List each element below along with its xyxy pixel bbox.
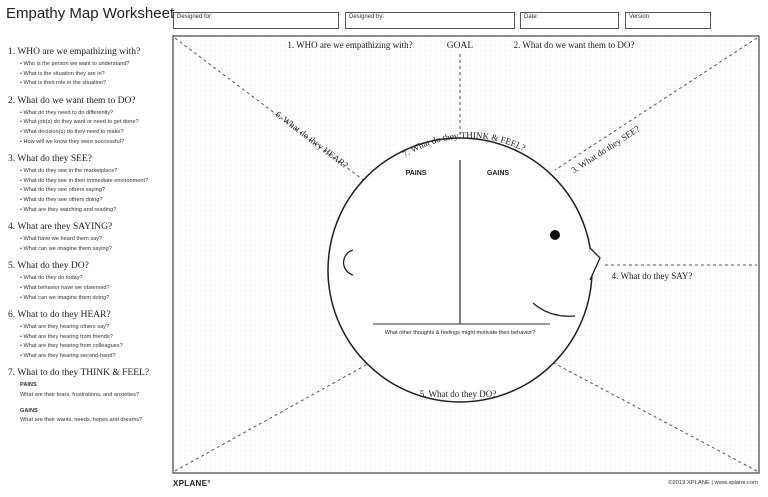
question-item: What do they see others doing? — [20, 196, 171, 206]
question-item: What have we heard them say? — [20, 235, 171, 245]
question-item: What do they see others saying? — [20, 186, 171, 196]
section-heading: 6. What to do they HEAR? — [8, 310, 111, 321]
label-do: 5. What do they DO? — [420, 389, 497, 399]
question-item: What are they hearing from colleagues? — [20, 342, 171, 352]
question-item: What do they see in their immediate envi… — [20, 177, 171, 187]
question-item: What is their role in the situation? — [20, 79, 171, 89]
pains-label: PAINS — [20, 382, 37, 389]
question-item: What do they see in the marketplace? — [20, 167, 171, 177]
sidebar-section-think-feel: 7. What to do they THINK & FEEL? PAINS W… — [8, 367, 171, 425]
question-item: Who is the person we want to understand? — [20, 60, 171, 70]
designed-by-field[interactable]: Designed by: — [345, 12, 515, 29]
section-heading: 7. What to do they THINK & FEEL? — [8, 368, 150, 379]
question-item: What are they watching and reading? — [20, 206, 171, 216]
copyright-text: ©2019 XPLANE | www.xplane.com — [668, 480, 758, 486]
version-field[interactable]: Version: — [625, 12, 711, 29]
xplane-logo: XPLANE° — [173, 479, 211, 488]
question-item: What do they do today? — [20, 274, 171, 284]
question-item: What are they hearing from friends? — [20, 333, 171, 343]
question-item: What do they need to do differently? — [20, 109, 171, 119]
sidebar-section: 6. What to do they HEAR? What are they he… — [8, 309, 171, 361]
section-heading: 4. What are they SAYING? — [8, 222, 113, 233]
question-item: What are they hearing second-hand? — [20, 352, 171, 362]
section-heading: 2. What do we want them to DO? — [8, 95, 136, 106]
label-goal: GOAL — [447, 41, 474, 51]
sidebar-section: 3. What do they SEE? What do they see in … — [8, 153, 171, 215]
pains-text: What are their fears, frustrations, and … — [20, 392, 140, 399]
question-item: What are they hearing others say? — [20, 323, 171, 333]
sidebar-section: 2. What do we want them to DO? What do th… — [8, 95, 171, 147]
label-gains: GAINS — [487, 170, 510, 177]
question-item: What behavior have we observed? — [20, 284, 171, 294]
date-field[interactable]: Date: — [520, 12, 619, 29]
question-item: How will we know they were successful? — [20, 138, 171, 148]
gains-label: GAINS — [20, 407, 38, 414]
eye-icon — [550, 230, 560, 240]
mouth-icon — [532, 302, 576, 317]
question-item: What can we imagine them doing? — [20, 294, 171, 304]
question-item: What can we imagine them saying? — [20, 245, 171, 255]
sidebar-section: 4. What are they SAYING? What have we hea… — [8, 221, 171, 254]
nose-icon — [589, 247, 601, 281]
label-motivation: What other thoughts & feelings might mot… — [385, 330, 535, 336]
label-say: 4. What do they SAY? — [612, 271, 693, 281]
question-item: What job(s) do they want or need to get … — [20, 118, 171, 128]
label-do-goal: 2. What do we want them to DO? — [514, 40, 635, 50]
section-heading: 1. WHO are we empathizing with? — [8, 47, 141, 57]
question-item: What decision(s) do they need to make? — [20, 128, 171, 138]
sidebar-section: 1. WHO are we empathizing with? Who is th… — [8, 46, 171, 89]
label-who: 1. WHO are we empathizing with? — [287, 40, 412, 50]
question-item: What is the situation they are in? — [20, 70, 171, 80]
section-heading: 3. What do they SEE? — [8, 154, 92, 165]
instructions-sidebar: 1. WHO are we empathizing with? Who is th… — [8, 46, 171, 432]
designed-for-field[interactable]: Designed for: — [173, 12, 339, 29]
ear-icon — [342, 249, 354, 276]
dashed-dividers — [174, 37, 758, 472]
gains-text: What are their wants, needs, hopes and d… — [20, 417, 143, 424]
sidebar-section: 5. What do they DO? What do they do today… — [8, 260, 171, 303]
page-title: Empathy Map Worksheet — [6, 5, 175, 22]
section-heading: 5. What do they DO? — [8, 261, 89, 272]
label-pains: PAINS — [406, 170, 427, 177]
